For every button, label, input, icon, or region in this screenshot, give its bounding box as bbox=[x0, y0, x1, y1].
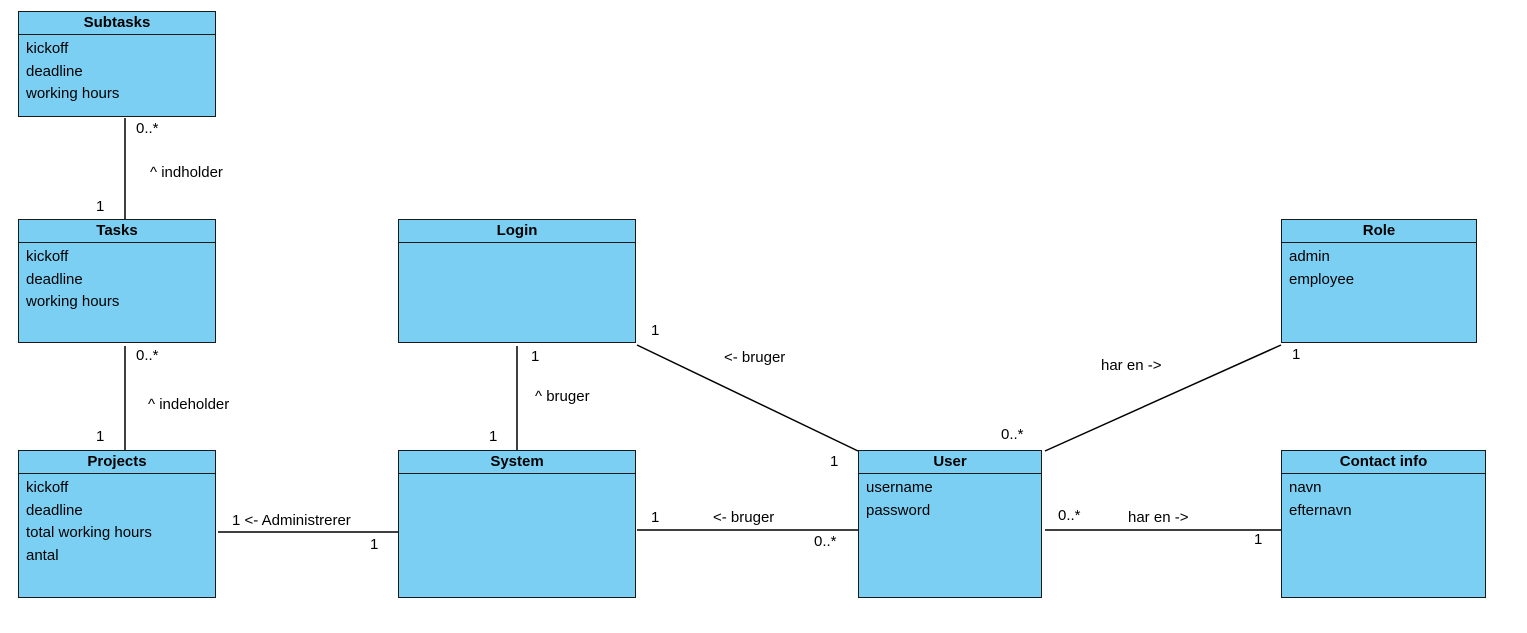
class-login[interactable]: Login bbox=[398, 219, 636, 343]
association-label: har en -> bbox=[1128, 509, 1189, 526]
multiplicity-user: 0..* bbox=[814, 533, 837, 550]
attribute: kickoff bbox=[26, 40, 69, 57]
attribute: password bbox=[866, 501, 931, 519]
attribute: deadline bbox=[26, 62, 83, 80]
association-label: ^ bruger bbox=[535, 388, 590, 405]
class-tasks[interactable]: Tasks kickoff deadline working hours bbox=[18, 219, 216, 343]
multiplicity-login: 1 bbox=[531, 348, 540, 365]
class-role-attributes: admin employee bbox=[1282, 243, 1476, 291]
class-subtasks-attributes: kickoff deadline working hours bbox=[19, 35, 215, 106]
attribute: total working hours bbox=[26, 524, 152, 541]
attribute: navn bbox=[1289, 479, 1322, 496]
attribute: kickoff bbox=[26, 479, 69, 496]
multiplicity-tasks: 0..* bbox=[136, 347, 159, 364]
multiplicity-login: 1 bbox=[651, 322, 660, 339]
class-user-name: User bbox=[859, 451, 1041, 474]
class-user-attributes: username password bbox=[859, 474, 1041, 522]
assoc-login-user[interactable] bbox=[636, 344, 859, 452]
class-role[interactable]: Role admin employee bbox=[1281, 219, 1477, 343]
association-label: ^ indeholder bbox=[148, 396, 230, 413]
multiplicity-user: 1 bbox=[830, 453, 839, 470]
association-label: 1 <- Administrerer bbox=[232, 512, 351, 529]
class-tasks-attributes: kickoff deadline working hours bbox=[19, 243, 215, 314]
multiplicity-system: 1 bbox=[489, 428, 498, 445]
association-label: ^ indholder bbox=[150, 164, 223, 181]
class-subtasks[interactable]: Subtasks kickoff deadline working hours bbox=[18, 11, 216, 117]
multiplicity-subtasks: 0..* bbox=[136, 120, 159, 137]
multiplicity-contact: 1 bbox=[1254, 531, 1263, 548]
attribute: antal bbox=[26, 546, 59, 564]
attribute: admin bbox=[1289, 248, 1330, 265]
class-projects-attributes: kickoff deadline total working hours ant… bbox=[19, 474, 215, 567]
attribute: employee bbox=[1289, 270, 1355, 288]
class-tasks-name: Tasks bbox=[19, 220, 215, 243]
multiplicity-system: 1 bbox=[651, 509, 660, 526]
association-label: <- bruger bbox=[724, 349, 786, 366]
multiplicity-user: 0..* bbox=[1001, 426, 1024, 443]
multiplicity-user: 0..* bbox=[1058, 507, 1081, 524]
class-contact-info-name: Contact info bbox=[1282, 451, 1485, 474]
class-projects-name: Projects bbox=[19, 451, 215, 474]
association-label: <- bruger bbox=[713, 509, 775, 526]
class-system[interactable]: System bbox=[398, 450, 636, 598]
assoc-user-role[interactable] bbox=[1044, 344, 1282, 452]
association-label: har en -> bbox=[1101, 357, 1162, 374]
class-login-name: Login bbox=[399, 220, 635, 243]
attribute: working hours bbox=[26, 293, 120, 310]
multiplicity-role: 1 bbox=[1292, 346, 1301, 363]
attribute: kickoff bbox=[26, 248, 69, 265]
class-contact-info[interactable]: Contact info navn efternavn bbox=[1281, 450, 1486, 598]
attribute: efternavn bbox=[1289, 501, 1352, 519]
multiplicity-projects: 1 bbox=[96, 428, 105, 445]
multiplicity-tasks: 1 bbox=[96, 198, 105, 215]
attribute: deadline bbox=[26, 270, 83, 288]
class-user[interactable]: User username password bbox=[858, 450, 1042, 598]
attribute: working hours bbox=[26, 85, 120, 102]
class-projects[interactable]: Projects kickoff deadline total working … bbox=[18, 450, 216, 598]
class-system-name: System bbox=[399, 451, 635, 474]
attribute: deadline bbox=[26, 501, 83, 519]
class-role-name: Role bbox=[1282, 220, 1476, 243]
multiplicity-system: 1 bbox=[370, 536, 379, 553]
attribute: username bbox=[866, 479, 933, 496]
class-subtasks-name: Subtasks bbox=[19, 12, 215, 35]
class-contact-info-attributes: navn efternavn bbox=[1282, 474, 1485, 522]
